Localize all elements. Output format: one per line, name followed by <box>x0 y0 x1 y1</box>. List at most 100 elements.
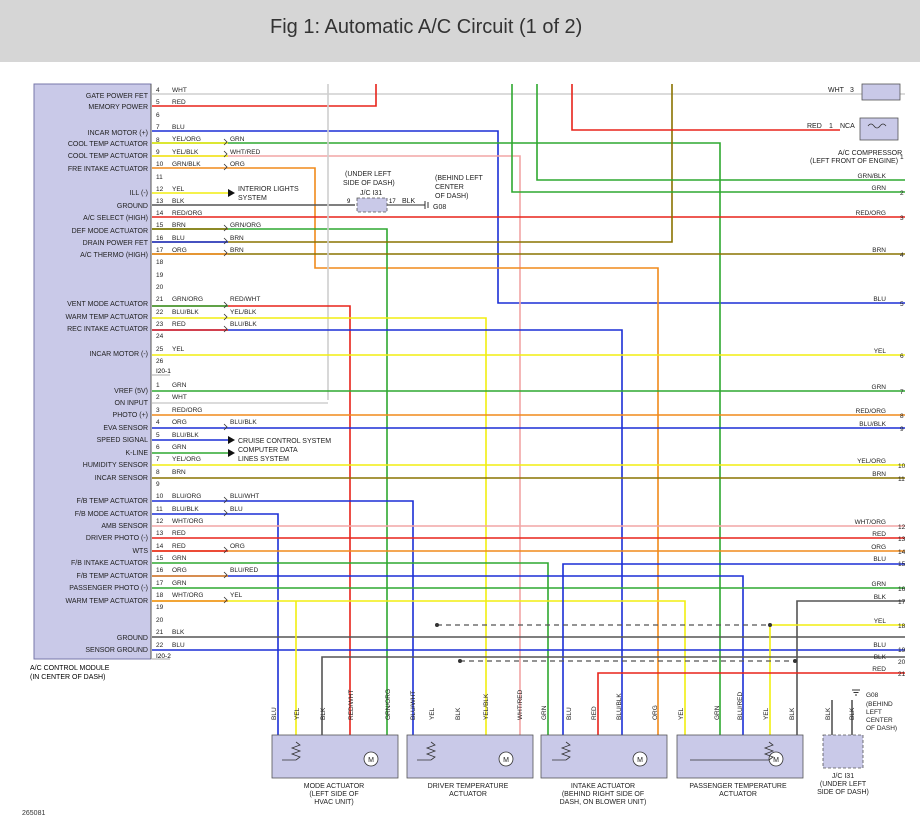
vcode: BLU/WHT <box>410 691 417 720</box>
label-vent-mode: VENT MODE ACTUATOR <box>67 301 148 308</box>
vcode: BLU/BLK <box>616 693 623 720</box>
code-right-red-org: RED/ORG <box>856 408 886 415</box>
code-blk: BLK <box>172 629 185 636</box>
code-red: RED <box>172 543 186 550</box>
figure-id: 265081 <box>22 810 46 817</box>
note-interior-lights: INTERIOR LIGHTS <box>238 186 299 193</box>
ref-number: 18 <box>898 623 906 630</box>
wire-cool-temp-2 <box>152 155 521 760</box>
code-grn: GRN <box>172 382 187 389</box>
pin-number: 7 <box>156 124 160 131</box>
pin-number: 25 <box>156 346 164 353</box>
mode-actuator-label-3: HVAC UNIT) <box>314 799 354 806</box>
vcode: BLK <box>825 707 832 720</box>
ref-number: 14 <box>898 549 906 556</box>
note-behind-left-1: (BEHIND LEFT <box>435 175 484 182</box>
code-right-blu: BLU <box>873 556 886 563</box>
ref-number: 6 <box>900 353 904 360</box>
jc-right-label-1: J/C I31 <box>832 773 854 780</box>
code-right-blk: BLK <box>874 654 887 661</box>
pin-number: 14 <box>156 210 164 217</box>
ref-number: 2 <box>900 190 904 197</box>
code-brn: BRN <box>230 247 244 254</box>
pin-number: 13 <box>156 530 164 537</box>
pin-number: 6 <box>156 444 160 451</box>
pin-number: 15 <box>156 555 164 562</box>
pin-number: 18 <box>156 259 164 266</box>
code-org: ORG <box>230 543 245 550</box>
intake-actuator-label-1: INTAKE ACTUATOR <box>571 783 635 790</box>
intake-actuator-label-2: (BEHIND RIGHT SIDE OF <box>562 791 644 798</box>
code-right-grn: GRN <box>872 384 887 391</box>
label-photo-pos: PHOTO (+) <box>113 412 148 419</box>
vcode: YEL/BLK <box>483 693 490 720</box>
label-ill: ILL (-) <box>130 190 148 197</box>
pin-number: 19 <box>156 604 164 611</box>
pin-number: 24 <box>156 333 164 340</box>
label-ground-top: GROUND <box>117 203 148 210</box>
compressor-label-1: A/C COMPRESSOR <box>838 150 902 157</box>
code-red: RED <box>172 321 186 328</box>
svg-text:M: M <box>503 757 509 764</box>
code-right-grn: GRN <box>872 185 887 192</box>
code-red-right: RED <box>807 123 822 130</box>
label-def-mode: DEF MODE ACTUATOR <box>72 228 148 235</box>
pin-number: 10 <box>156 161 164 168</box>
pin-number: 9 <box>156 149 160 156</box>
code-right-yel: YEL <box>874 348 887 355</box>
g08-right-1: (BEHIND <box>866 701 893 708</box>
pass-actuator-label-1: PASSENGER TEMPERATURE <box>689 783 787 790</box>
code-yel: YEL <box>172 186 185 193</box>
driver-actuator-label-2: ACTUATOR <box>449 791 487 798</box>
pin-number: 2 <box>156 394 160 401</box>
pin-number: 5 <box>156 432 160 439</box>
code-right-yel-org: YEL/ORG <box>857 458 886 465</box>
connector-1-label: I20-1 <box>156 368 171 375</box>
svg-text:M: M <box>637 757 643 764</box>
code-grn-org: GRN/ORG <box>172 296 203 303</box>
label-memory-power: MEMORY POWER <box>88 104 148 111</box>
label-cool-temp-1: COOL TEMP ACTUATOR <box>68 141 148 148</box>
label-wts: WTS <box>132 548 148 555</box>
code-wht: WHT <box>172 394 187 401</box>
code-right-grn-blk: GRN/BLK <box>857 173 886 180</box>
module-name-2: (IN CENTER OF DASH) <box>30 674 105 681</box>
vcode: WHT/RED <box>517 689 524 720</box>
code-blu: BLU <box>230 506 243 513</box>
code-right-brn: BRN <box>872 471 886 478</box>
code-grn: GRN <box>172 555 187 562</box>
note-under-left-2: SIDE OF DASH) <box>343 180 395 187</box>
wire-def-mode <box>152 228 388 760</box>
wire-memory-power <box>152 84 377 107</box>
motor-symbols <box>363 751 784 767</box>
code-nca: NCA <box>840 123 855 130</box>
pin-number: 9 <box>156 481 160 488</box>
code-right-red: RED <box>872 531 886 538</box>
code-wht-org: WHT/ORG <box>172 592 203 599</box>
wire-fb-temp <box>152 500 414 760</box>
pin-number: 11 <box>156 506 163 513</box>
actuator-boxes <box>271 734 864 779</box>
ref-number: 1 <box>900 154 904 161</box>
ref-number: 11 <box>898 476 905 483</box>
pin-number: 8 <box>156 469 160 476</box>
label-incar-motor-neg: INCAR MOTOR (-) <box>89 351 148 358</box>
code-org: ORG <box>172 247 187 254</box>
ref-number: 19 <box>898 647 906 654</box>
code-yel: YEL <box>172 346 185 353</box>
note-computer-data-1: COMPUTER DATA <box>238 447 298 454</box>
ref-number: 10 <box>898 463 906 470</box>
label-on-input: ON INPUT <box>115 400 149 407</box>
code-blu-blk: BLU/BLK <box>172 309 199 316</box>
label-humidity: HUMIDITY SENSOR <box>83 462 148 469</box>
label-ac-thermo: A/C THERMO (HIGH) <box>80 252 148 259</box>
jc-right-label-2: (UNDER LEFT <box>820 781 867 788</box>
code-grn: GRN <box>172 444 187 451</box>
ref-number: 16 <box>898 586 906 593</box>
code-right-yel: YEL <box>874 618 887 625</box>
label-rec-intake: REC INTAKE ACTUATOR <box>67 326 148 333</box>
code-org: ORG <box>172 567 187 574</box>
code-grn-org: GRN/ORG <box>230 222 261 229</box>
note-computer-data-2: LINES SYSTEM <box>238 456 289 463</box>
label-incar-motor-pos: INCAR MOTOR (+) <box>88 130 148 137</box>
